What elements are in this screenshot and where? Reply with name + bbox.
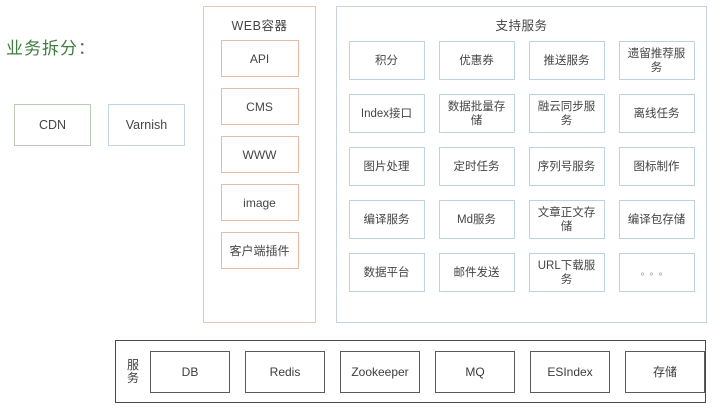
edge-box-cdn[interactable]: CDN xyxy=(14,104,91,146)
service-box-label: Zookeeper xyxy=(351,364,409,379)
support-box-label: 定时任务 xyxy=(453,160,500,173)
support-box-label: 融云同步服务 xyxy=(537,100,596,127)
support-box-label: 推送服务 xyxy=(543,54,590,67)
support-box-label: Index接口 xyxy=(360,107,413,120)
service-box-mq[interactable]: MQ xyxy=(435,350,515,393)
support-box-sequence-number-service[interactable]: 序列号服务 xyxy=(528,147,605,186)
support-box-label: 邮件发送 xyxy=(453,266,500,279)
edge-box-varnish[interactable]: Varnish xyxy=(108,104,185,146)
support-box-offline-task[interactable]: 离线任务 xyxy=(618,94,695,133)
web-box-label: WWW xyxy=(242,147,277,162)
support-box-label: 数据批量存储 xyxy=(447,100,506,127)
support-container-title: 支持服务 xyxy=(495,19,548,33)
support-box-url-download-service[interactable]: URL下载服务 xyxy=(528,253,605,292)
support-container: 支持服务 积分 优惠券 推送服务 遗留推荐服务 Index接口 数据批量存储 融… xyxy=(336,6,707,323)
support-box-scheduled-task[interactable]: 定时任务 xyxy=(438,147,515,186)
support-box-image-processing[interactable]: 图片处理 xyxy=(348,147,425,186)
edge-box-label: Varnish xyxy=(125,118,168,132)
service-layer: 服务 DB Redis Zookeeper MQ ESIndex 存储 xyxy=(115,340,706,403)
web-container: WEB容器 API CMS WWW image 客户端插件 xyxy=(203,6,316,323)
service-box-zookeeper[interactable]: Zookeeper xyxy=(340,350,420,393)
edge-layer: CDN Varnish xyxy=(14,104,185,146)
support-box-index-api[interactable]: Index接口 xyxy=(348,94,425,133)
web-box-label: CMS xyxy=(246,99,273,114)
support-box-label: 序列号服务 xyxy=(537,160,596,173)
web-box-cms[interactable]: CMS xyxy=(220,88,299,125)
support-box-coupon[interactable]: 优惠券 xyxy=(438,41,515,80)
support-box-data-platform[interactable]: 数据平台 xyxy=(348,253,425,292)
support-box-label: 图标制作 xyxy=(633,160,680,173)
support-box-label: 。。。 xyxy=(640,266,673,278)
service-box-esindex[interactable]: ESIndex xyxy=(530,350,610,393)
service-box-redis[interactable]: Redis xyxy=(245,350,325,393)
support-box-article-body-storage[interactable]: 文章正文存储 xyxy=(528,200,605,239)
support-box-push-service[interactable]: 推送服务 xyxy=(528,41,605,80)
service-box-label: ESIndex xyxy=(547,364,593,379)
service-box-label: DB xyxy=(181,364,199,379)
support-box-icon-production[interactable]: 图标制作 xyxy=(618,147,695,186)
support-box-label: 遗留推荐服务 xyxy=(627,47,686,74)
service-box-storage[interactable]: 存储 xyxy=(625,350,705,393)
support-box-legacy-recommend-service[interactable]: 遗留推荐服务 xyxy=(618,41,695,80)
support-box-label: 离线任务 xyxy=(633,107,680,120)
service-box-label: MQ xyxy=(465,364,485,379)
web-box-image[interactable]: image xyxy=(220,184,299,221)
page-title: 业务拆分： xyxy=(6,39,96,58)
service-layer-items: DB Redis Zookeeper MQ ESIndex 存储 xyxy=(150,350,705,393)
support-box-more-ellipsis[interactable]: 。。。 xyxy=(618,253,695,292)
support-box-label: 积分 xyxy=(375,54,398,67)
web-container-title: WEB容器 xyxy=(231,19,288,33)
web-box-api[interactable]: API xyxy=(220,40,299,77)
support-box-label: URL下载服务 xyxy=(537,259,596,286)
web-box-label: API xyxy=(249,51,270,66)
web-box-label: image xyxy=(243,195,276,210)
support-box-batch-data-storage[interactable]: 数据批量存储 xyxy=(438,94,515,133)
support-box-label: 编译包存储 xyxy=(627,213,686,226)
edge-box-label: CDN xyxy=(38,118,67,132)
service-box-db[interactable]: DB xyxy=(150,350,230,393)
service-layer-label: 服务 xyxy=(126,357,139,385)
web-box-client-plugin[interactable]: 客户端插件 xyxy=(220,232,299,269)
support-box-compile-package-storage[interactable]: 编译包存储 xyxy=(618,200,695,239)
web-box-label: 客户端插件 xyxy=(229,243,290,258)
support-box-label: 文章正文存储 xyxy=(537,206,596,233)
support-box-md-service[interactable]: Md服务 xyxy=(438,200,515,239)
support-box-label: 图片处理 xyxy=(363,160,410,173)
web-container-items: API CMS WWW image 客户端插件 xyxy=(204,40,315,269)
support-box-mail-sending[interactable]: 邮件发送 xyxy=(438,253,515,292)
support-box-label: Md服务 xyxy=(457,213,496,226)
web-box-www[interactable]: WWW xyxy=(220,136,299,173)
support-box-label: 编译服务 xyxy=(363,213,410,226)
support-box-compile-service[interactable]: 编译服务 xyxy=(348,200,425,239)
service-box-label: 存储 xyxy=(652,365,677,379)
support-box-points[interactable]: 积分 xyxy=(348,41,425,80)
support-box-label: 数据平台 xyxy=(363,266,410,279)
support-services-grid: 积分 优惠券 推送服务 遗留推荐服务 Index接口 数据批量存储 融云同步服务… xyxy=(337,41,706,292)
support-box-rongcloud-sync-service[interactable]: 融云同步服务 xyxy=(528,94,605,133)
service-box-label: Redis xyxy=(269,364,301,379)
support-box-label: 优惠券 xyxy=(459,54,494,67)
